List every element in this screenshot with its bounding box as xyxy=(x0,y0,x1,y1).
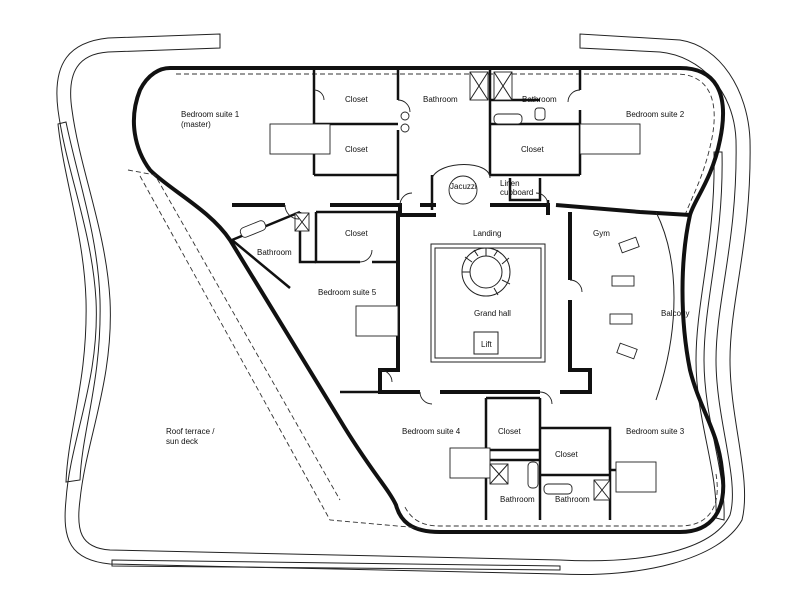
bed-suite-2 xyxy=(579,123,641,155)
fixtures xyxy=(239,71,657,501)
gym-equipment xyxy=(609,211,675,401)
bathtub-4 xyxy=(527,461,539,489)
label-bedroom-suite-5: Bedroom suite 5 xyxy=(318,288,377,297)
label-gym: Gym xyxy=(593,229,610,238)
label-closet-1b: Closet xyxy=(345,145,368,154)
grand-hall xyxy=(430,243,546,363)
label-closet-5: Closet xyxy=(345,229,368,238)
label-bedroom-suite-3: Bedroom suite 3 xyxy=(626,427,685,436)
bed-suite-3 xyxy=(615,461,657,493)
toilet-2 xyxy=(534,107,546,121)
treadmill-2 xyxy=(616,342,638,360)
bathtub-3 xyxy=(543,483,573,495)
label-linen-cupboard: cupboard xyxy=(500,188,533,197)
label-closet-1a: Closet xyxy=(345,95,368,104)
lift-shaft xyxy=(473,331,499,355)
rowing-machine xyxy=(609,313,633,325)
bed-suite-1 xyxy=(269,123,331,155)
label-grand-hall: Grand hall xyxy=(474,309,511,318)
label-sun-deck: sun deck xyxy=(166,437,199,446)
bathtub-2 xyxy=(493,113,523,125)
label-linen: Linen xyxy=(500,179,520,188)
bathtub-5 xyxy=(239,220,267,238)
label-lift: Lift xyxy=(481,340,492,349)
terrace-outline xyxy=(56,33,751,576)
label-bathroom-5: Bathroom xyxy=(257,248,292,257)
sink-1a xyxy=(400,111,410,121)
label-balcony: Balcony xyxy=(661,309,689,318)
label-bedroom-suite-1-master: (master) xyxy=(181,120,211,129)
label-closet-3: Closet xyxy=(555,450,578,459)
bed-suite-5 xyxy=(355,305,399,337)
sink-1b xyxy=(400,123,410,133)
weight-bench xyxy=(611,275,635,287)
label-roof-terrace: Roof terrace / xyxy=(166,427,215,436)
label-closet-2: Closet xyxy=(521,145,544,154)
hall-void xyxy=(430,243,546,363)
room-labels: Bedroom suite 1 (master) Closet Closet B… xyxy=(166,95,689,504)
jacuzzi-tub xyxy=(448,175,478,205)
label-bathroom-3: Bathroom xyxy=(555,495,590,504)
label-bedroom-suite-2: Bedroom suite 2 xyxy=(626,110,685,119)
label-bathroom-4: Bathroom xyxy=(500,495,535,504)
label-closet-4: Closet xyxy=(498,427,521,436)
bed-suite-4 xyxy=(449,447,491,479)
door-swings xyxy=(284,89,583,405)
label-jacuzzi: Jacuzzi xyxy=(450,182,477,191)
building-envelope xyxy=(127,66,726,534)
label-bedroom-suite-1: Bedroom suite 1 xyxy=(181,110,240,119)
label-bathroom-1: Bathroom xyxy=(423,95,458,104)
label-bedroom-suite-4: Bedroom suite 4 xyxy=(402,427,461,436)
label-bathroom-2: Bathroom xyxy=(522,95,557,104)
treadmill-1 xyxy=(618,236,640,254)
label-landing: Landing xyxy=(473,229,501,238)
